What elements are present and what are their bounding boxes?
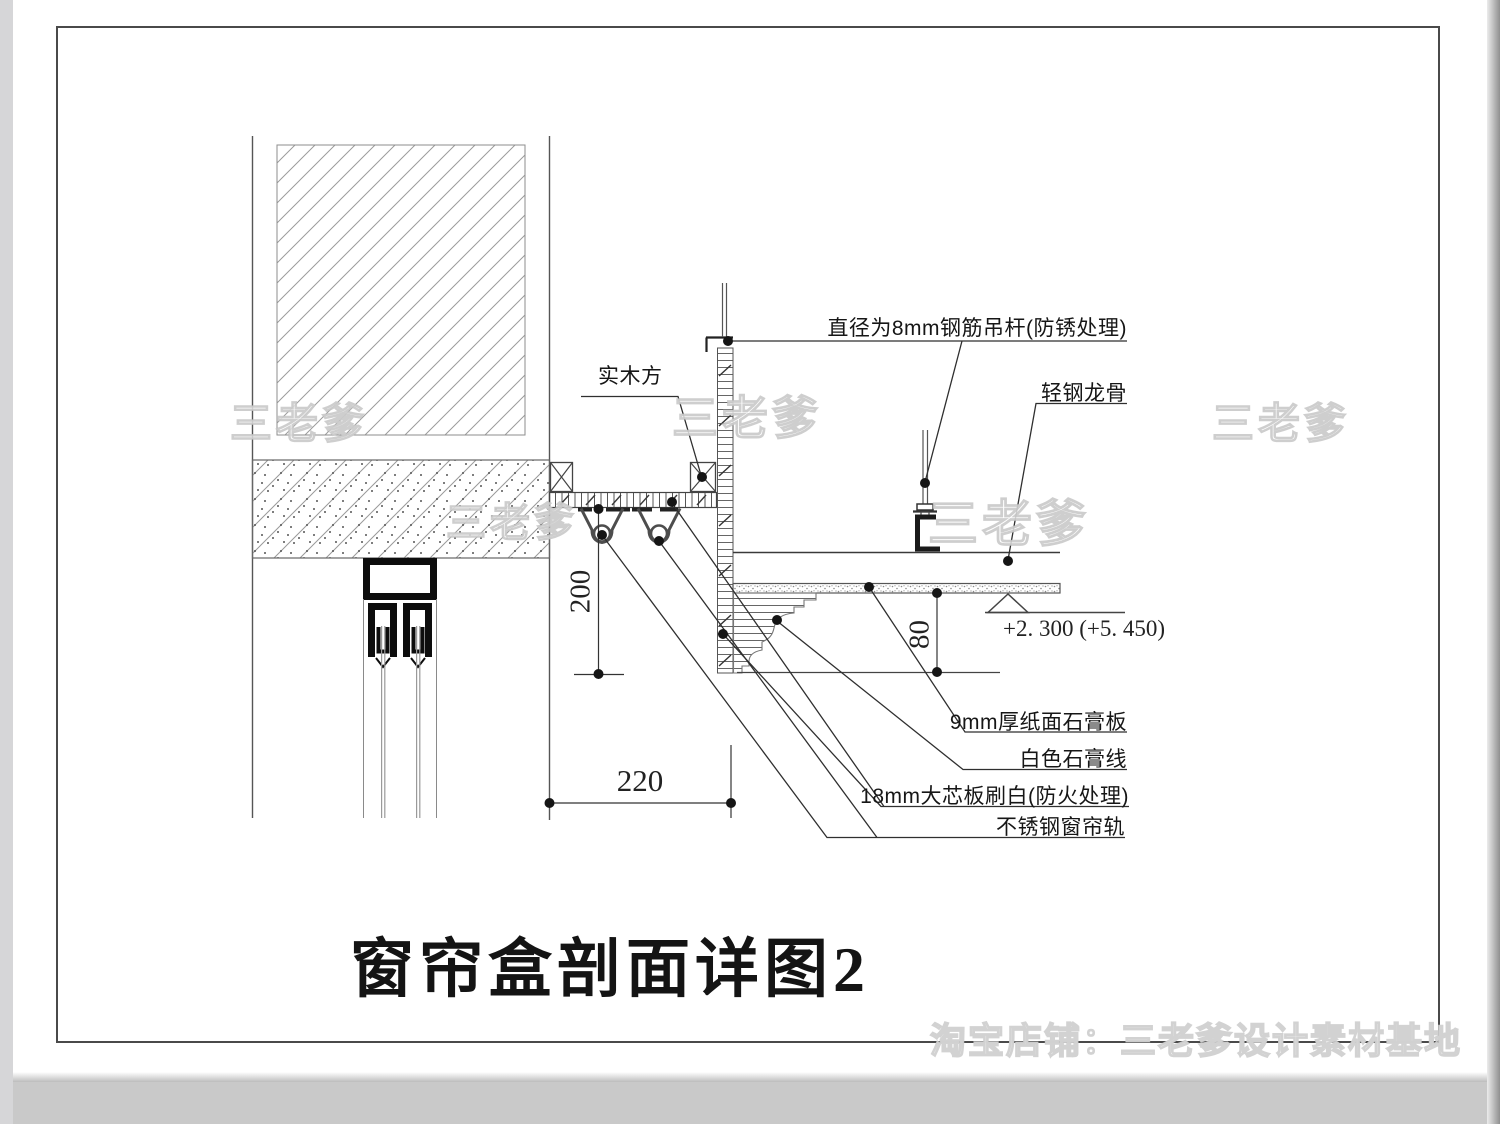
window-frame-section: [363, 558, 437, 818]
watermark: 三老爹: [927, 495, 1090, 552]
label-elevation: +2. 300 (+5. 450): [1003, 616, 1166, 641]
core-board-vertical: [717, 347, 734, 674]
cornice-molding: [732, 592, 817, 674]
gypsum-ceiling-board: [732, 582, 1061, 594]
leader-light-steel-keel: [1007, 402, 1127, 561]
hanger-rod-ceiling: [913, 430, 937, 519]
suspended-ceiling: [732, 430, 1125, 674]
label-gypsum-board: 9mm厚纸面石膏板: [949, 711, 1127, 734]
label-curtain-track: 不锈钢窗帘轨: [996, 816, 1125, 839]
brick-wall-hatch: [276, 144, 526, 436]
label-light-steel-keel: 轻钢龙骨: [1041, 382, 1127, 405]
dim-220-text: 220: [616, 763, 664, 798]
curtain-box: [548, 283, 734, 674]
watermark: 三老爹: [229, 399, 369, 447]
label-core-board: 18mm大芯板刷白(防火处理): [860, 785, 1129, 808]
elevation-marker: [985, 592, 1125, 614]
page-left-edge: [0, 0, 13, 1124]
dim-80-text: 80: [903, 620, 936, 649]
page-bottom-edge: [0, 1082, 1500, 1124]
light-steel-keel-channel: [915, 514, 940, 552]
dim-200-text: 200: [564, 569, 597, 614]
watermark: 三老爹: [1211, 399, 1351, 447]
concrete-lintel-band: [251, 459, 551, 559]
leader-steel-rod: [728, 340, 1127, 483]
page-bottom-shadow: [0, 1072, 1500, 1082]
watermark: 三老爹: [671, 391, 822, 444]
leader-gypsum-line: [776, 620, 1127, 771]
label-gypsum-line: 白色石膏线: [1019, 748, 1127, 771]
curtain-track-1: [579, 507, 625, 545]
label-steel-rod: 直径为8mm钢筋吊杆(防锈处理): [827, 317, 1127, 340]
leader-gypsum-board: [868, 586, 1127, 733]
label-solid-wood: 实木方: [598, 365, 663, 388]
leader-core-board: [671, 502, 1129, 808]
solid-wood-block-left: [549, 461, 574, 493]
leader-solid-wood: [581, 395, 702, 476]
leader-curtain-track: [601, 534, 1125, 839]
drawing-border-frame: [56, 26, 1440, 1043]
watermark-shop: 淘宝店铺：三老爹设计素材基地: [929, 1019, 1463, 1062]
leader-dots: [544, 336, 1013, 808]
wall-section: [251, 136, 551, 820]
leader-lines: [581, 340, 1129, 839]
page-right-edge: [1487, 0, 1500, 1124]
watermark: 三老爹: [445, 500, 578, 545]
drawing-title: 窗帘盒剖面详图2: [350, 934, 870, 1005]
